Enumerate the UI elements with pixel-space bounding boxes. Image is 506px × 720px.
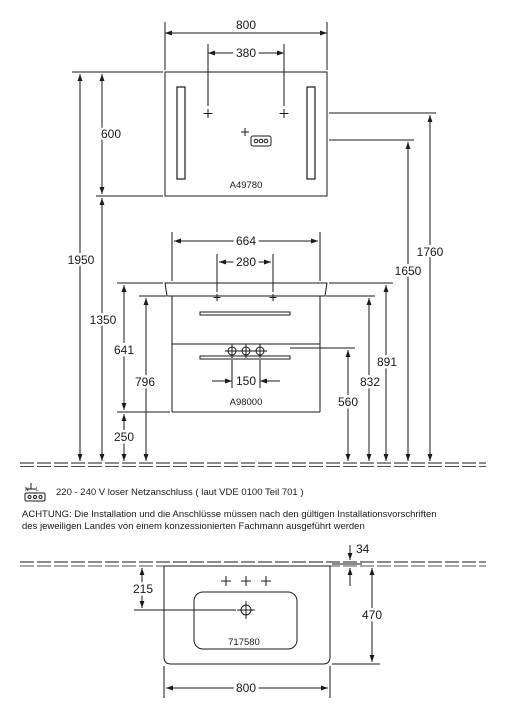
electrical-connection-icon (24, 483, 46, 502)
dim-1760: 1760 (417, 245, 444, 259)
warning-note-line2: des jeweiligen Landes von einem konzessi… (22, 521, 365, 532)
dim-tap-spacing: 280 (236, 255, 256, 269)
vanity-unit (164, 282, 328, 413)
basin-model-label: 717580 (228, 637, 260, 648)
dim-mirror-height: 600 (101, 127, 121, 141)
dim-250: 250 (114, 430, 134, 444)
dim-mirror-width: 800 (236, 18, 256, 32)
basin-plan (163, 565, 331, 665)
dim-560: 560 (338, 395, 358, 409)
dim-plan-width: 800 (236, 681, 256, 695)
mirror (164, 71, 328, 197)
dim-891: 891 (377, 355, 397, 369)
dim-light-spacing: 380 (236, 46, 256, 60)
dim-470: 470 (362, 608, 382, 622)
dim-drain-spacing: 150 (236, 374, 256, 388)
dim-796: 796 (135, 375, 155, 389)
power-connection-note: 220 - 240 V loser Netzanschluss ( laut V… (56, 487, 304, 498)
dim-1650: 1650 (395, 264, 422, 278)
dim-cabinet-width: 664 (236, 234, 256, 248)
dim-832: 832 (360, 375, 380, 389)
dim-641: 641 (114, 343, 134, 357)
mirror-model-label: A49780 (230, 180, 263, 191)
electrical-symbol-letters: N (25, 487, 29, 493)
warning-note-line1: ACHTUNG: Die Installation und die Anschl… (22, 509, 437, 520)
dim-1350: 1350 (90, 313, 117, 327)
floor-line (20, 462, 486, 467)
cabinet-model-label: A98000 (230, 397, 263, 408)
dim-34: 34 (356, 542, 370, 556)
dim-215: 215 (133, 582, 153, 596)
svg-text:L: L (36, 487, 39, 493)
dim-1950: 1950 (68, 253, 95, 267)
